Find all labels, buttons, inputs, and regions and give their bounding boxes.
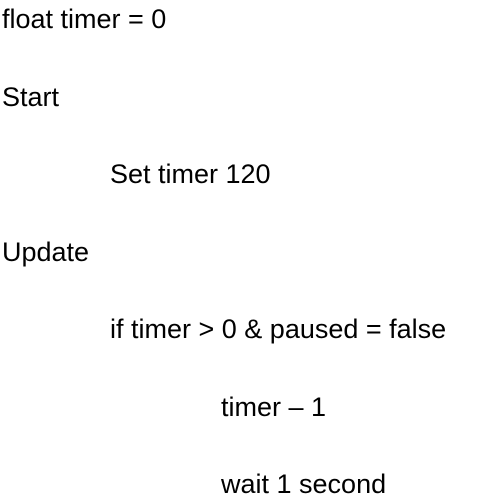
variable-declaration-line: float timer = 0 xyxy=(2,4,167,34)
decrement-timer-line: timer – 1 xyxy=(221,392,327,422)
wait-line: wait 1 second xyxy=(221,469,387,499)
update-heading-line: Update xyxy=(2,237,90,267)
set-timer-line: Set timer 120 xyxy=(110,159,271,189)
start-heading-line: Start xyxy=(2,82,60,112)
condition-line: if timer > 0 & paused = false xyxy=(110,314,447,344)
